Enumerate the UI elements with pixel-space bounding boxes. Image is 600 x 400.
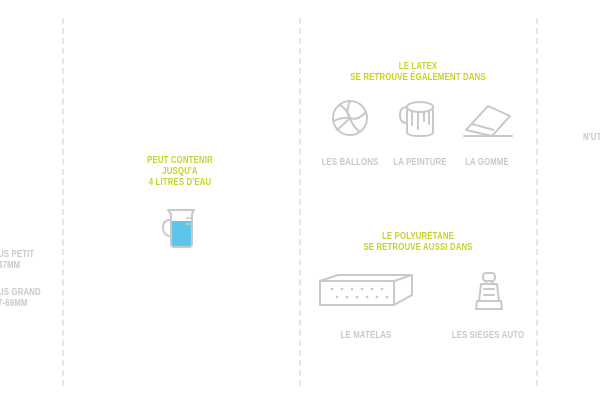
- largest-size-text: US GRAND 7-69MM: [0, 287, 41, 309]
- column-divider: [299, 18, 301, 386]
- largest-size-line: US GRAND: [0, 287, 41, 298]
- latex-item-eraser: LA GOMME: [465, 157, 509, 168]
- polyurethane-item-mattress: LE MATELAS: [340, 330, 392, 341]
- latex-title-line: SE RETROUVE ÉGALEMENT DANS: [350, 72, 486, 83]
- latex-title-line: LE LATEX: [398, 61, 438, 72]
- polyurethane-title-line: LE POLYURÉTANE: [382, 231, 454, 242]
- volleyball-icon: [331, 99, 369, 137]
- polyurethane-item-car-seats: LES SIÈGES AUTO: [451, 330, 525, 341]
- smallest-size-value: 47MM: [0, 260, 21, 271]
- smallest-size-line: US PETIT: [0, 249, 35, 260]
- polyurethane-title: LE POLYURÉTANE SE RETROUVE AUSSI DANS: [340, 231, 496, 253]
- paint-can-icon: [398, 99, 442, 139]
- right-panel-partial-text: N'UT: [583, 132, 600, 143]
- mattress-icon: [318, 273, 414, 309]
- water-title-line: PEUT CONTENIR: [147, 155, 213, 166]
- measuring-jug-icon: [160, 206, 200, 248]
- water-capacity-title: PEUT CONTENIR JUSQU'A 4 LITRES D'EAU: [133, 155, 227, 188]
- water-title-line: 4 LITRES D'EAU: [148, 177, 212, 188]
- latex-item-paint: LA PEINTURE: [393, 157, 447, 168]
- water-title-line: JUSQU'A: [162, 166, 198, 177]
- latex-item-balloons: LES BALLONS: [321, 157, 379, 168]
- largest-size-value: 7-69MM: [0, 298, 28, 309]
- smallest-size-text: US PETIT 47MM: [0, 249, 34, 271]
- column-divider: [536, 18, 538, 386]
- polyurethane-title-line: SE RETROUVE AUSSI DANS: [363, 242, 473, 253]
- eraser-icon: [462, 100, 514, 138]
- latex-title: LE LATEX SE RETROUVE ÉGALEMENT DANS: [340, 61, 496, 83]
- column-divider: [62, 18, 64, 386]
- car-seat-icon: [474, 271, 504, 313]
